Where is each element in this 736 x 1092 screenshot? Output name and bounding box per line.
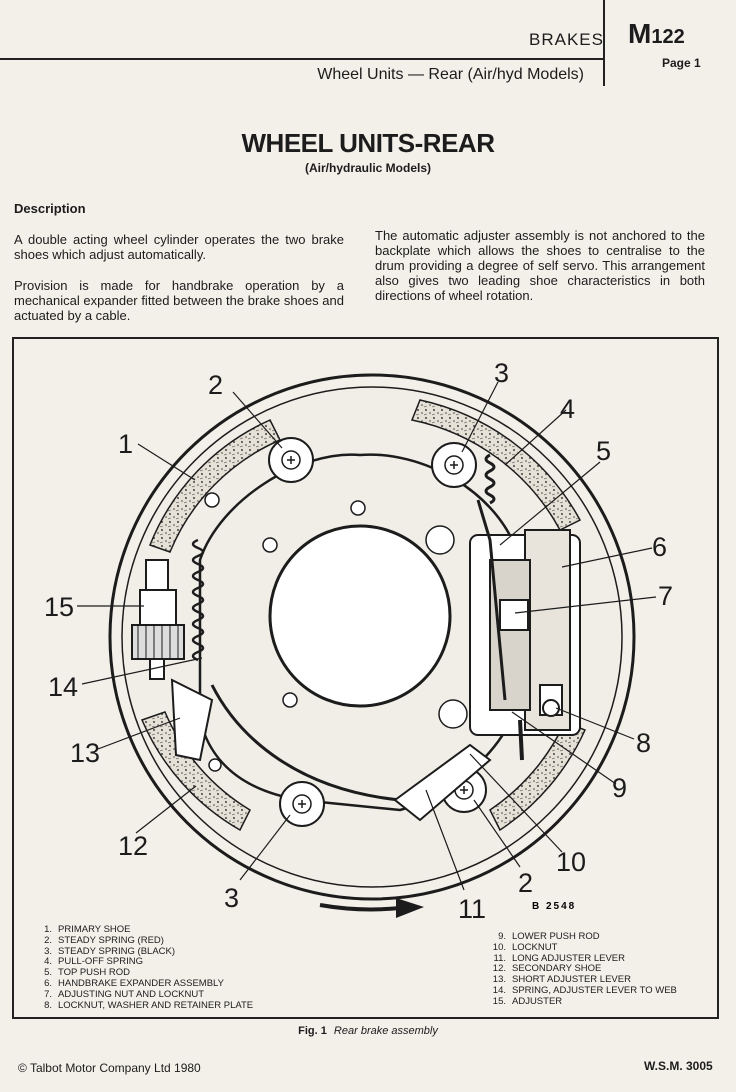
section-subtitle: Wheel Units — Rear (Air/hyd Models) [317, 66, 584, 83]
hub-hole [268, 524, 452, 708]
description-paragraph-2: Provision is made for handbrake operatio… [14, 278, 344, 323]
steady-spring-bottom-left [279, 781, 325, 827]
callout-3-top: 3 [494, 358, 509, 388]
legend-item: 5.TOP PUSH ROD [44, 967, 130, 979]
long-adjuster-lever [393, 743, 492, 822]
pull-off-spring [484, 453, 496, 505]
top-push-rod [476, 499, 507, 701]
callout-1: 1 [118, 429, 133, 459]
legend-item: 4.PULL-OFF SPRING [44, 956, 143, 968]
callout-8: 8 [636, 728, 651, 758]
adjuster [131, 559, 185, 680]
legend-right: 9.LOWER PUSH ROD 10.LOCKNUT 11.LONG ADJU… [488, 931, 677, 1008]
handbrake-cable [210, 684, 401, 802]
description-paragraph-1: A double acting wheel cylinder operates … [14, 232, 344, 262]
legend-item: 2.STEADY SPRING (RED) [44, 934, 164, 946]
callout-2-top: 2 [208, 370, 223, 400]
code-letter: M [628, 18, 652, 49]
legend-item: 12.SECONDARY SHOE [492, 963, 602, 975]
primary-shoe-lining [149, 419, 282, 553]
figure-caption: Fig. 1 Rear brake assembly [0, 1025, 736, 1037]
callout-10: 10 [556, 847, 586, 877]
drawing-code: B 2548 [532, 901, 576, 912]
callout-leader-lines [77, 381, 657, 891]
legend-item: 7.ADJUSTING NUT AND LOCKNUT [44, 988, 205, 1000]
caption-text: Rear brake assembly [333, 1025, 438, 1037]
callout-12: 12 [118, 831, 148, 861]
backplate-outer-rim [108, 373, 636, 901]
steady-spring-top-right [431, 442, 477, 488]
short-adjuster-lever [170, 678, 214, 762]
copyright: © Talbot Motor Company Ltd 1980 [18, 1061, 201, 1075]
lower-push-rod [518, 719, 524, 761]
legend-item: 14.SPRING, ADJUSTER LEVER TO WEB [492, 984, 677, 996]
callout-6: 6 [652, 532, 667, 562]
adjuster-lever-spring [191, 538, 205, 662]
legend-item: 1.PRIMARY SHOE [44, 924, 131, 935]
callout-3-bottom: 3 [224, 883, 239, 913]
callout-5: 5 [596, 436, 611, 466]
callout-15: 15 [44, 592, 74, 622]
description-heading: Description [14, 201, 86, 216]
legend-item: 8.LOCKNUT, WASHER AND RETAINER PLATE [44, 999, 254, 1011]
legend-item: 6.HANDBRAKE EXPANDER ASSEMBLY [44, 977, 224, 989]
legend-item: 13.SHORT ADJUSTER LEVER [492, 974, 631, 986]
legend-item: 15.ADJUSTER [492, 995, 563, 1007]
callout-9: 9 [612, 773, 627, 803]
legend-item: 9.LOWER PUSH ROD [498, 931, 600, 942]
handbrake-expander-assembly [469, 529, 581, 736]
caption-label: Fig. 1 [298, 1025, 327, 1037]
legend-item: 10.LOCKNUT [492, 941, 558, 953]
callout-2-bottom: 2 [518, 868, 533, 898]
callout-7: 7 [658, 581, 673, 611]
steady-spring-top-left [268, 437, 314, 483]
manual-section-code: M122 [628, 18, 685, 50]
callout-14: 14 [48, 672, 78, 702]
legend-item: 11.LONG ADJUSTER LEVER [493, 952, 625, 964]
code-number: 122 [651, 26, 685, 48]
manual-code: W.S.M. 3005 [644, 1059, 713, 1073]
header-divider [603, 0, 605, 86]
callout-13: 13 [70, 738, 100, 768]
legend-left: 1.PRIMARY SHOE 2.STEADY SPRING (RED) 3.S… [34, 924, 254, 1011]
legend-item: 3.STEADY SPRING (BLACK) [44, 945, 176, 957]
header-rule [0, 58, 604, 60]
callout-4: 4 [560, 394, 575, 424]
page-subtitle: (Air/hydraulic Models) [304, 161, 432, 175]
rotation-direction-arrow [319, 898, 424, 918]
section-title: BRAKES [529, 30, 604, 49]
page-number: Page 1 [662, 56, 701, 70]
figure-frame [12, 337, 719, 1019]
callout-11: 11 [458, 894, 486, 924]
description-paragraph-3: The automatic adjuster assembly is not a… [375, 228, 705, 303]
page-title: WHEEL UNITS-REAR [241, 128, 495, 158]
